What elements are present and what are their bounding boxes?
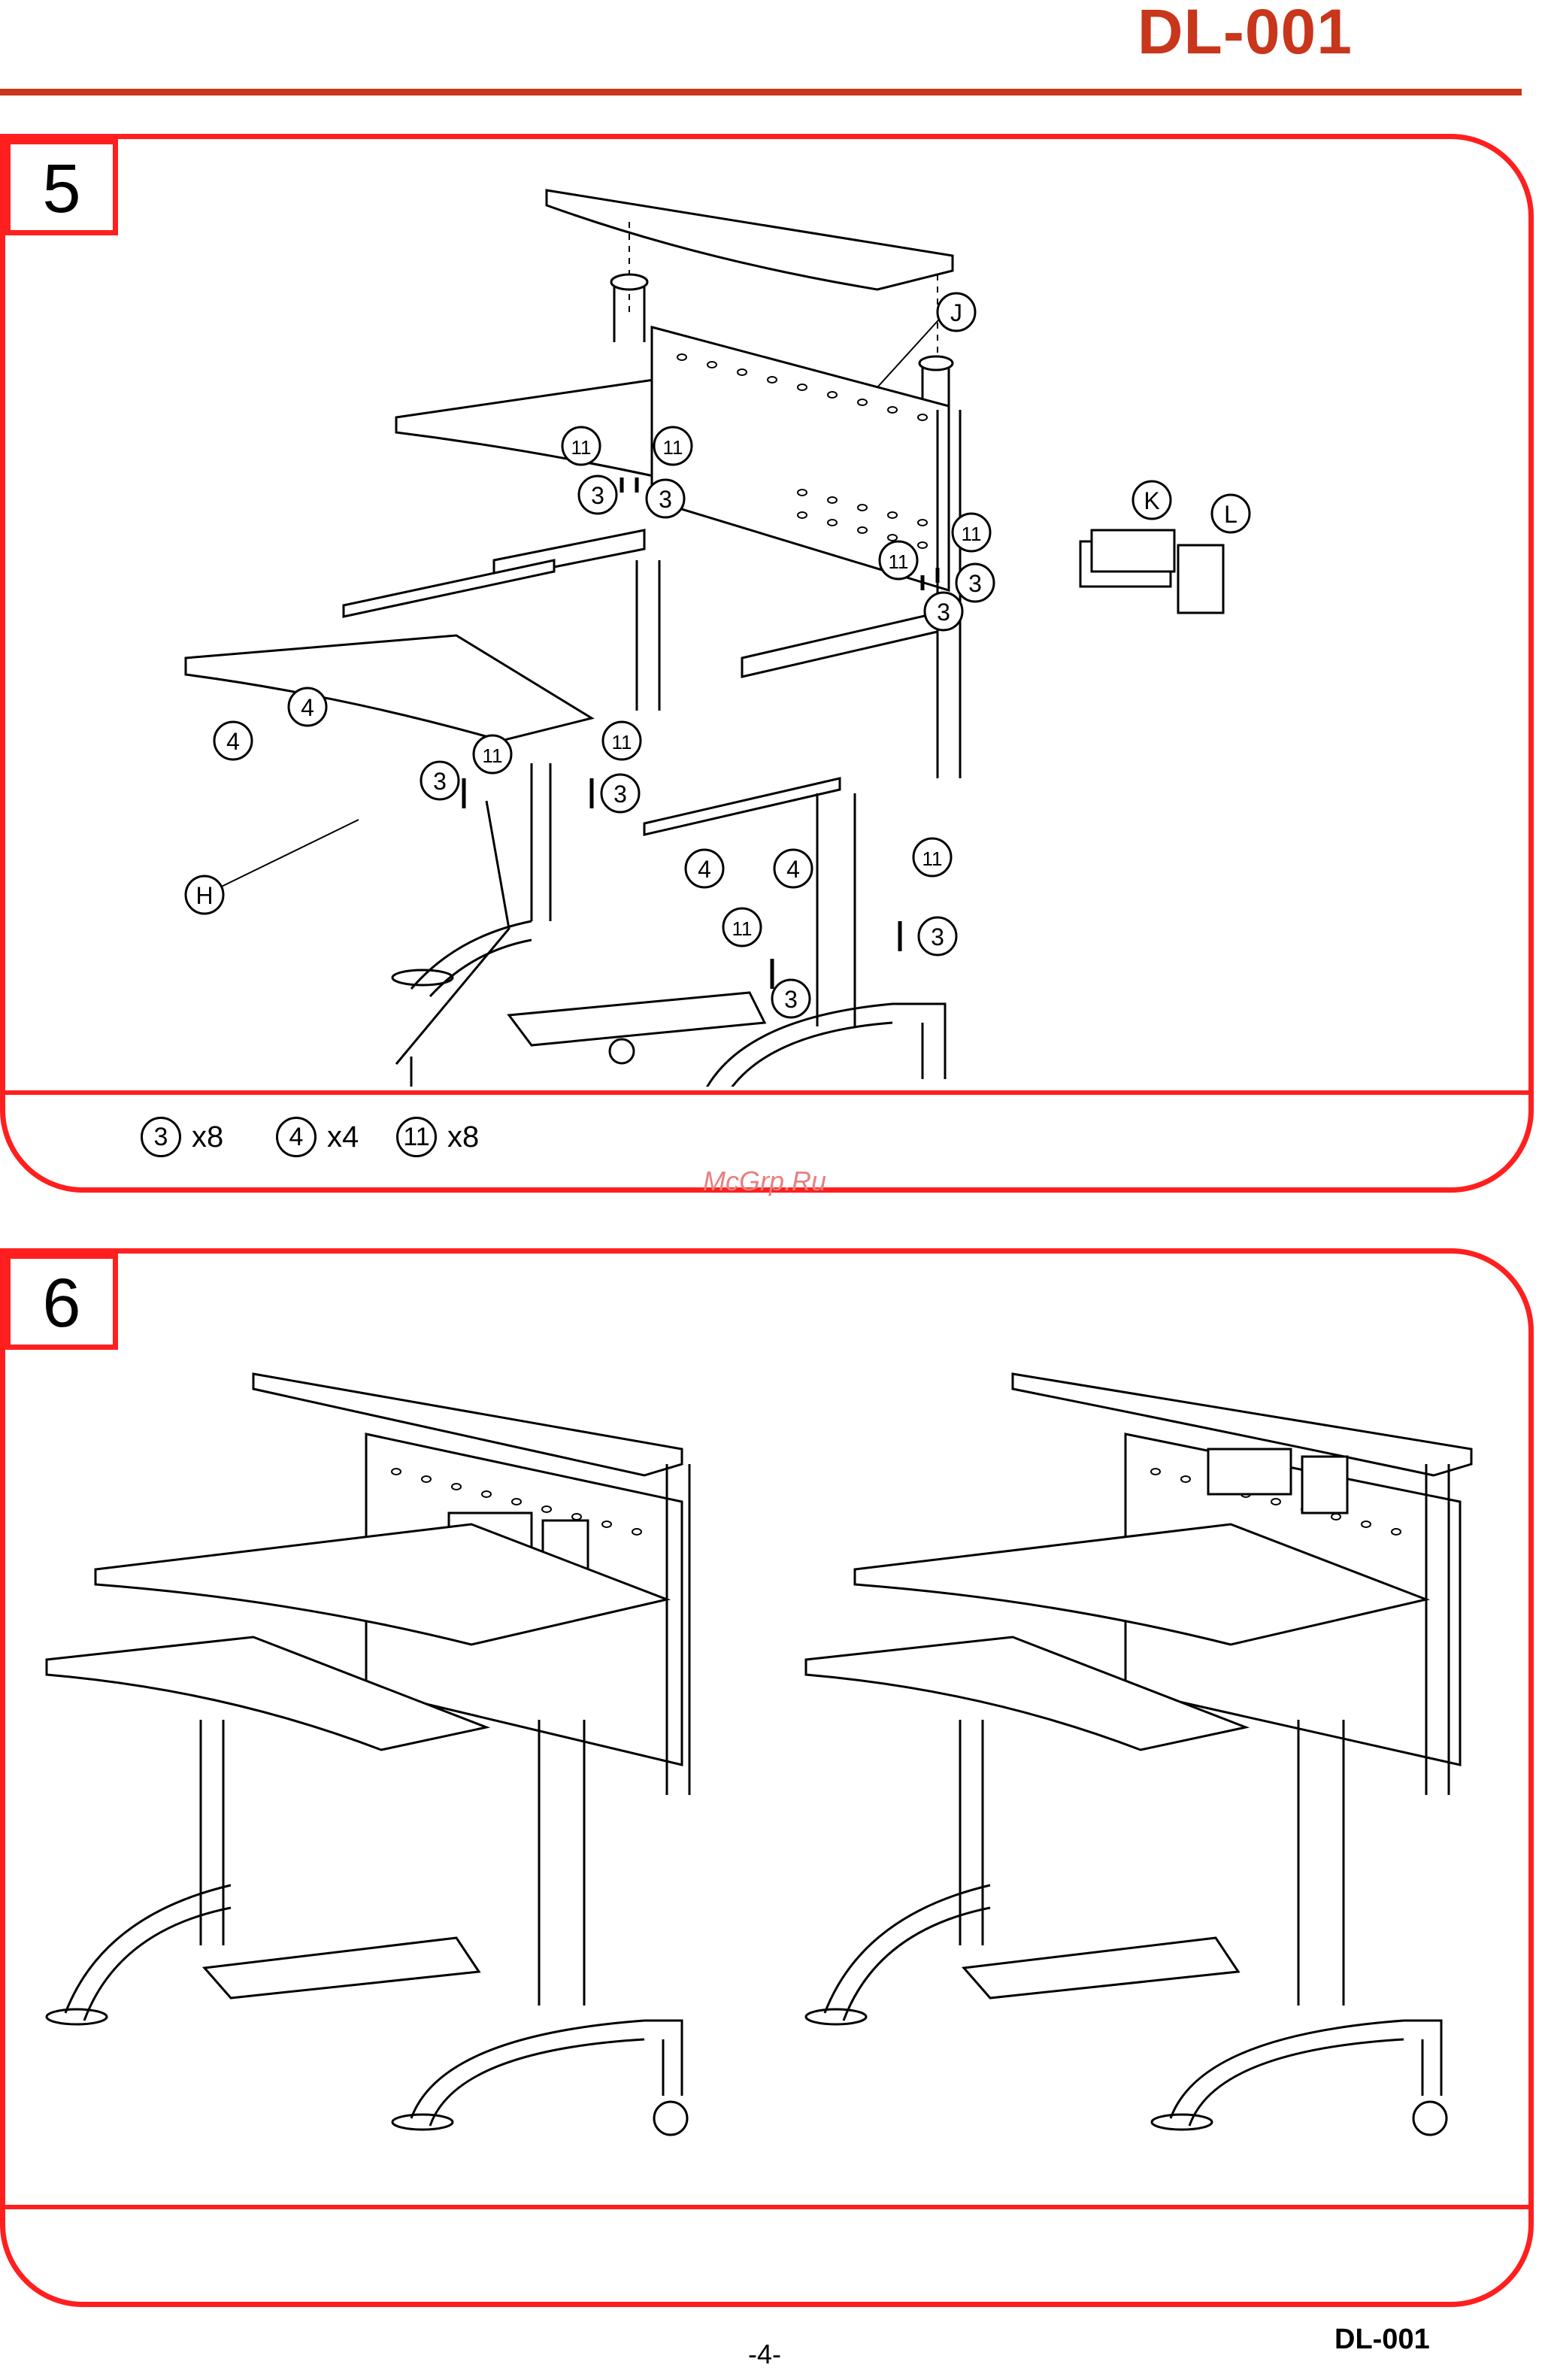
label-11: 11 bbox=[922, 847, 943, 870]
hardware-quantity: x8 bbox=[447, 1120, 479, 1154]
label-3: 3 bbox=[937, 599, 950, 626]
organizer-l bbox=[1178, 545, 1223, 613]
label-k: K bbox=[1144, 487, 1159, 514]
label-11: 11 bbox=[889, 550, 909, 573]
page-number: -4- bbox=[748, 2339, 781, 2370]
header-rule bbox=[0, 89, 1522, 96]
left-leg bbox=[532, 763, 550, 921]
label-4: 4 bbox=[226, 728, 240, 755]
step-5-divider bbox=[5, 1090, 1528, 1095]
center-post bbox=[637, 560, 659, 711]
hardware-item: 3 x8 bbox=[141, 1117, 223, 1157]
right-leg bbox=[817, 793, 855, 1026]
label-l: L bbox=[1224, 501, 1238, 528]
step-6-divider bbox=[5, 2205, 1528, 2209]
hardware-part-number: 11 bbox=[396, 1117, 437, 1157]
watermark: McGrp.Ru bbox=[703, 1166, 826, 1197]
label-3: 3 bbox=[968, 570, 982, 597]
step-6-assembled-diagrams bbox=[5, 1254, 1528, 2201]
keyboard-tray-h bbox=[186, 635, 592, 741]
cpu-stand bbox=[509, 993, 765, 1045]
label-11: 11 bbox=[612, 731, 632, 753]
label-4: 4 bbox=[301, 694, 314, 721]
label-3: 3 bbox=[784, 986, 798, 1013]
label-4: 4 bbox=[786, 856, 800, 883]
hardware-item: 11 x8 bbox=[396, 1117, 479, 1157]
keyboard-slide-left bbox=[344, 560, 554, 617]
label-j: J bbox=[950, 299, 962, 326]
label-3: 3 bbox=[433, 768, 447, 795]
step-5-exploded-diagram: J K L H 11 11 3 3 11 11 3 3 4 4 11 3 11 … bbox=[5, 139, 1528, 1087]
hardware-quantity: x4 bbox=[327, 1120, 359, 1154]
label-4: 4 bbox=[698, 856, 711, 883]
label-3: 3 bbox=[931, 923, 944, 950]
label-3: 3 bbox=[613, 781, 627, 808]
assembled-desk-left bbox=[47, 1374, 689, 2135]
label-3: 3 bbox=[591, 482, 604, 509]
hardware-quantity: x8 bbox=[192, 1120, 223, 1154]
label-11: 11 bbox=[571, 436, 592, 459]
document-title: DL-001 bbox=[1138, 0, 1353, 68]
label-h: H bbox=[195, 882, 213, 909]
hardware-item: 4 x4 bbox=[276, 1117, 359, 1157]
hardware-part-number: 4 bbox=[276, 1117, 317, 1157]
assembled-desk-right bbox=[806, 1374, 1471, 2135]
label-11: 11 bbox=[962, 523, 982, 545]
step-5-panel: 5 bbox=[0, 134, 1534, 1193]
keyboard-slide-right bbox=[644, 778, 840, 835]
step-6-panel: 6 bbox=[0, 1248, 1534, 2307]
hardware-part-number: 3 bbox=[141, 1117, 181, 1157]
label-11: 11 bbox=[732, 917, 753, 940]
label-3: 3 bbox=[659, 486, 672, 513]
label-11: 11 bbox=[483, 744, 503, 767]
label-11: 11 bbox=[663, 436, 683, 459]
footer-model-code: DL-001 bbox=[1334, 2324, 1430, 2356]
top-shelf-j bbox=[547, 190, 953, 290]
